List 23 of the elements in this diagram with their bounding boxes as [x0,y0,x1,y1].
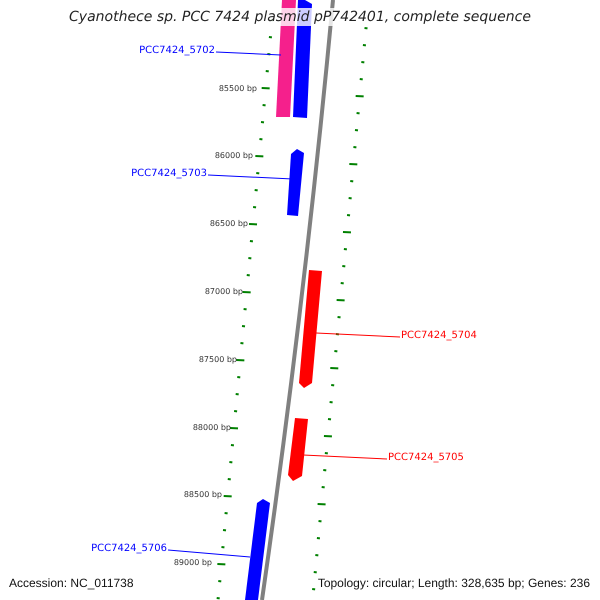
leader-line [316,332,400,338]
gene-label: PCC7424_5702 [139,44,215,58]
position-label: 87000 bp [204,287,243,297]
sequence-info-text: Topology: circular; Length: 328,635 bp; Genes: 236 [318,576,590,590]
leader-line [216,52,282,56]
position-label: 87500 bp [198,355,237,365]
gene-feature-bar [245,499,270,600]
position-label: 88000 bp [192,423,231,433]
position-label: 86000 bp [214,151,253,161]
gene-label: PCC7424_5703 [131,167,207,181]
leader-line [302,454,388,460]
position-label: 86500 bp [210,219,248,229]
gene-label: PCC7424_5704 [401,329,477,343]
gene-feature-bar [299,270,322,388]
gene-feature-bar [287,149,304,216]
gene-label: PCC7424_5705 [388,451,464,465]
position-label: 89000 bp [174,558,212,568]
gene-label: PCC7424_5706 [91,542,167,556]
position-label: 88500 bp [184,490,222,500]
leader-line [168,550,250,558]
gene-feature-bar [288,418,308,481]
position-label: 85500 bp [218,84,257,94]
accession-text: Accession: NC_011738 [9,576,134,590]
